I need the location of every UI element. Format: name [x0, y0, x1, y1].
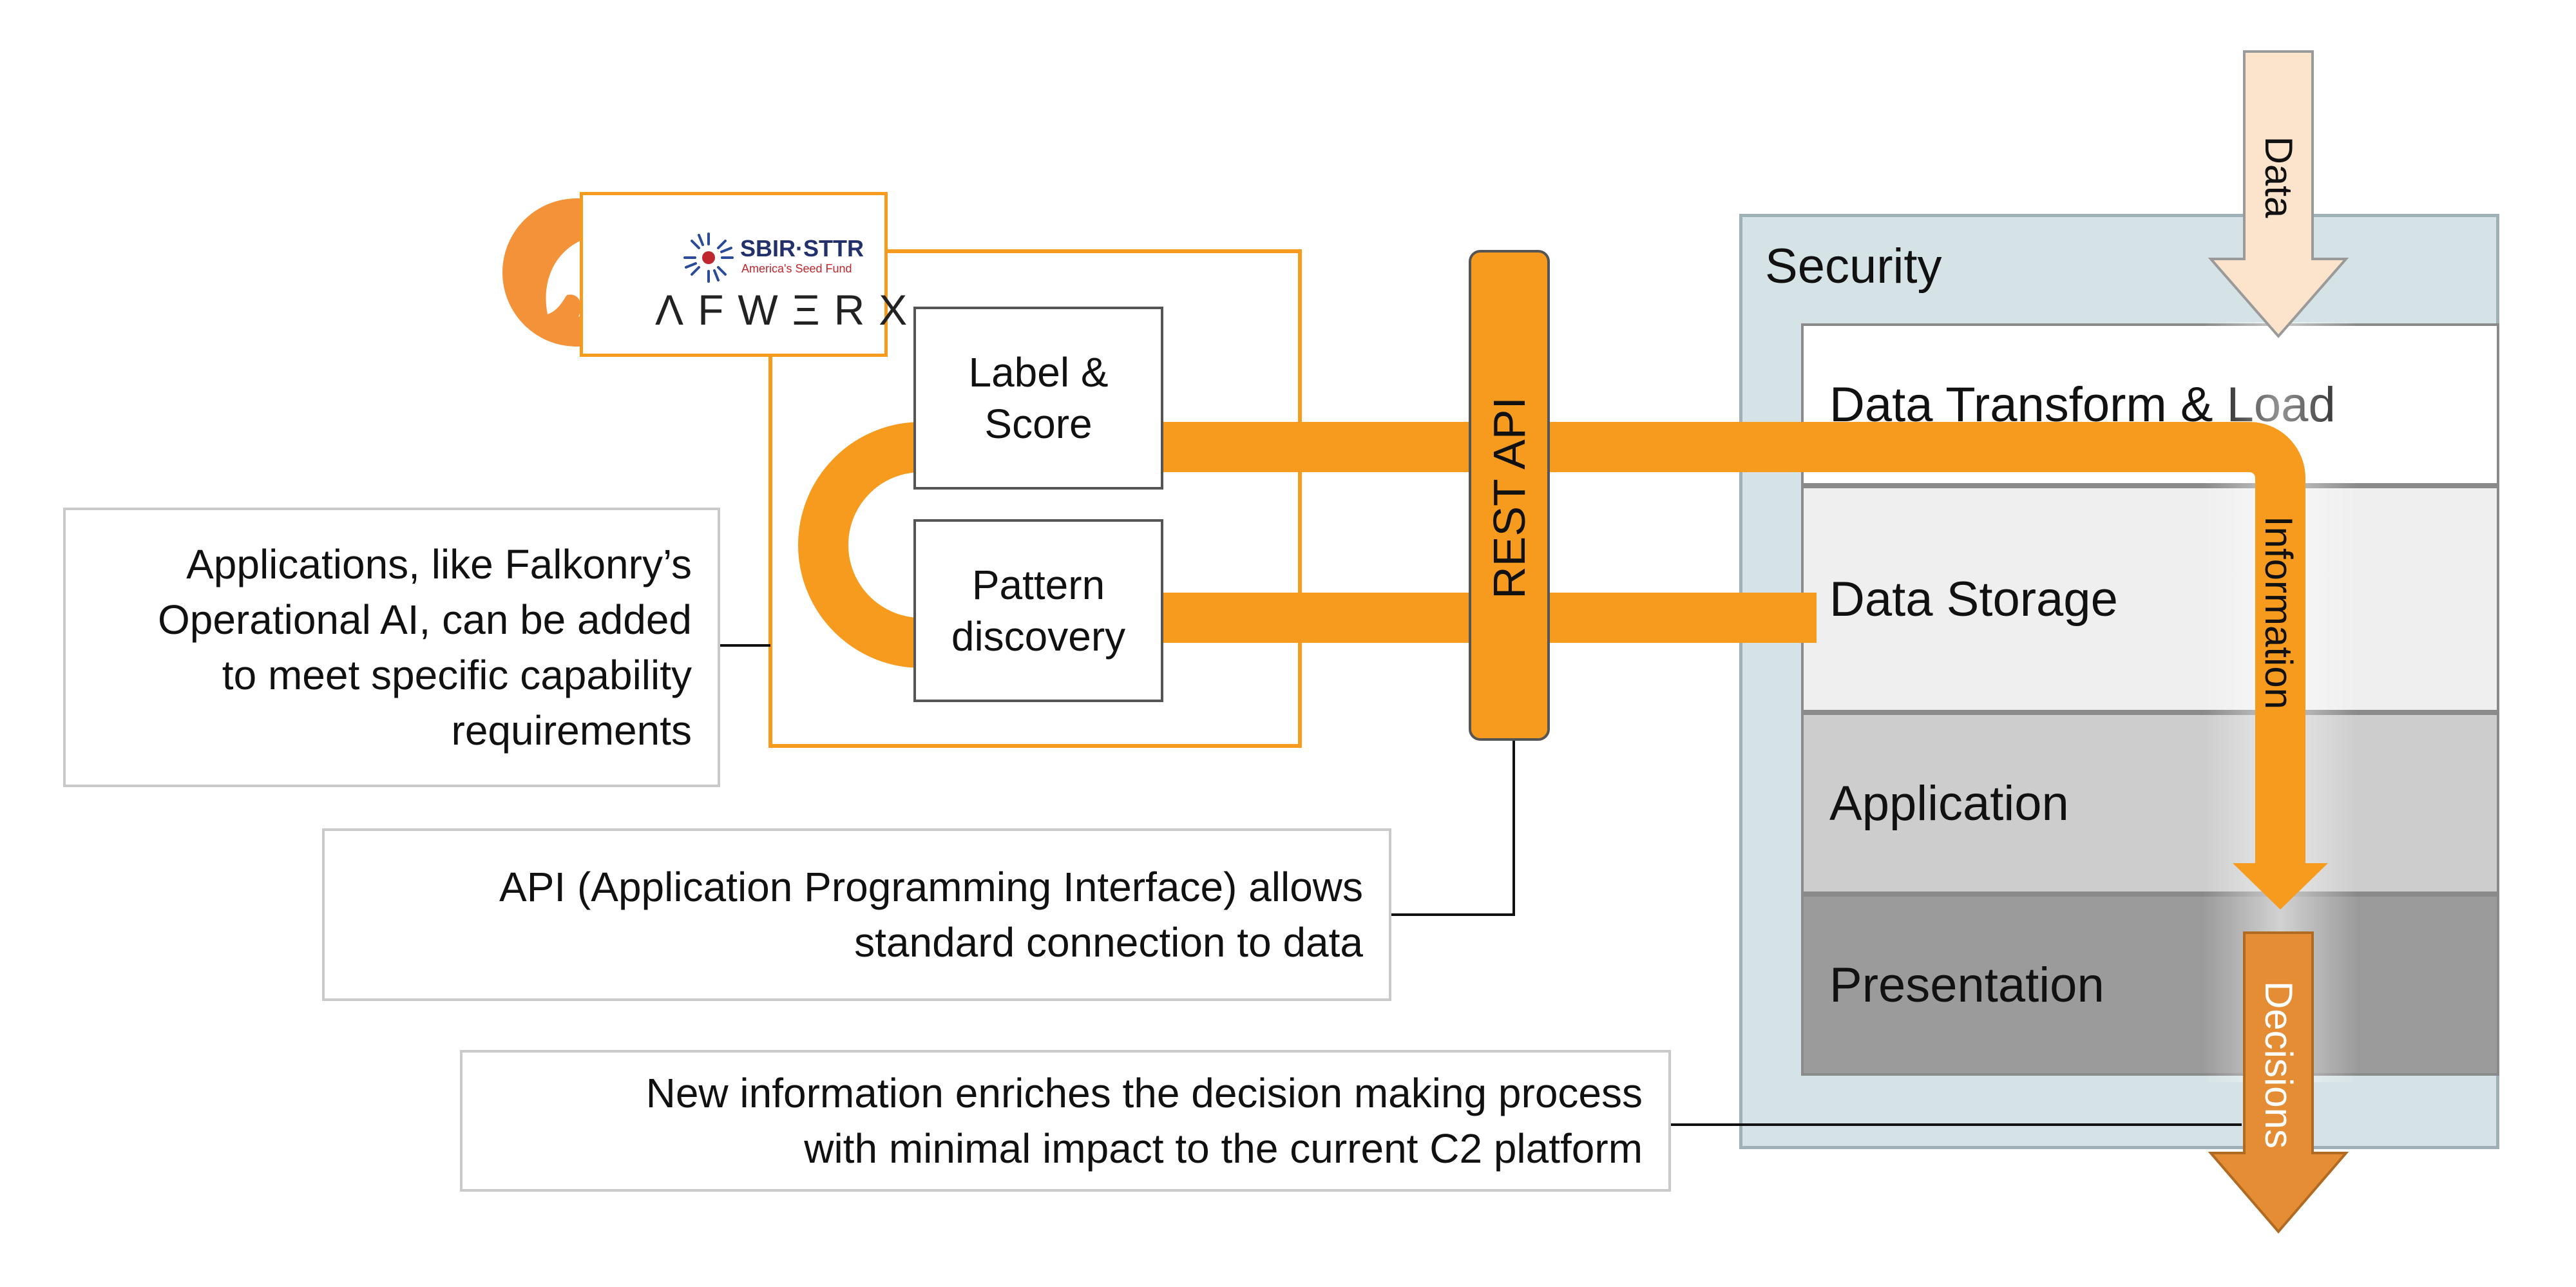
information-flow	[1159, 422, 2305, 866]
app-frame	[768, 249, 1302, 748]
callout-line: API (Application Programming Interface) …	[499, 864, 1363, 910]
pattern-discovery-box: Pattern discovery	[913, 519, 1163, 702]
label-score-box: Label & Score	[913, 307, 1163, 490]
callout-line: with minimal impact to the current C2 pl…	[804, 1125, 1643, 1172]
information-label: Information	[2257, 515, 2300, 710]
module-line: Score	[984, 401, 1092, 447]
module-line: Pattern	[971, 562, 1105, 608]
layer-data-storage: Data Storage	[1801, 486, 2499, 712]
callout-line: standard connection to data	[854, 919, 1363, 966]
sbir-tagline: America's Seed Fund	[741, 262, 852, 275]
sbir-sttr-text: SBIR·STTR	[740, 235, 864, 262]
sbir-starburst-icon	[683, 233, 734, 283]
module-line: Label &	[968, 349, 1109, 396]
data-arrow	[2208, 50, 2349, 339]
applications-callout: Applications, like Falkonry’s Operationa…	[63, 508, 720, 787]
layer-application: Application	[1801, 712, 2499, 894]
afwerx-logo-box: SBIR·STTR America's Seed Fund ΛFWΞRX	[580, 192, 907, 357]
callout-line: requirements	[451, 707, 692, 754]
callout-line: Operational AI, can be added	[157, 596, 692, 643]
callout-line: New information enriches the decision ma…	[645, 1070, 1643, 1116]
afwerx-wordmark: ΛFWΞRX	[655, 286, 922, 334]
layer-label: Data Storage	[1829, 571, 2118, 627]
rest-api-label: REST API	[1484, 397, 1534, 599]
decisions-arrow	[2208, 931, 2349, 1234]
rest-api-bar	[1469, 250, 1550, 741]
decisions-label: Decisions	[2257, 980, 2300, 1149]
data-label: Data	[2257, 136, 2300, 218]
api-connector	[1390, 741, 1515, 916]
layer-label: Presentation	[1829, 957, 2104, 1013]
callout-line: to meet specific capability	[222, 652, 692, 698]
loop-flow	[798, 422, 922, 668]
api-callout: API (Application Programming Interface) …	[322, 828, 1391, 1001]
decision-callout: New information enriches the decision ma…	[460, 1050, 1671, 1192]
callout-line: Applications, like Falkonry’s	[186, 541, 692, 587]
security-title: Security	[1765, 239, 1942, 294]
layer-presentation: Presentation	[1801, 894, 2499, 1076]
layer-label: Application	[1829, 776, 2069, 831]
information-arrowhead	[2233, 863, 2328, 910]
module-line: discovery	[951, 613, 1126, 660]
